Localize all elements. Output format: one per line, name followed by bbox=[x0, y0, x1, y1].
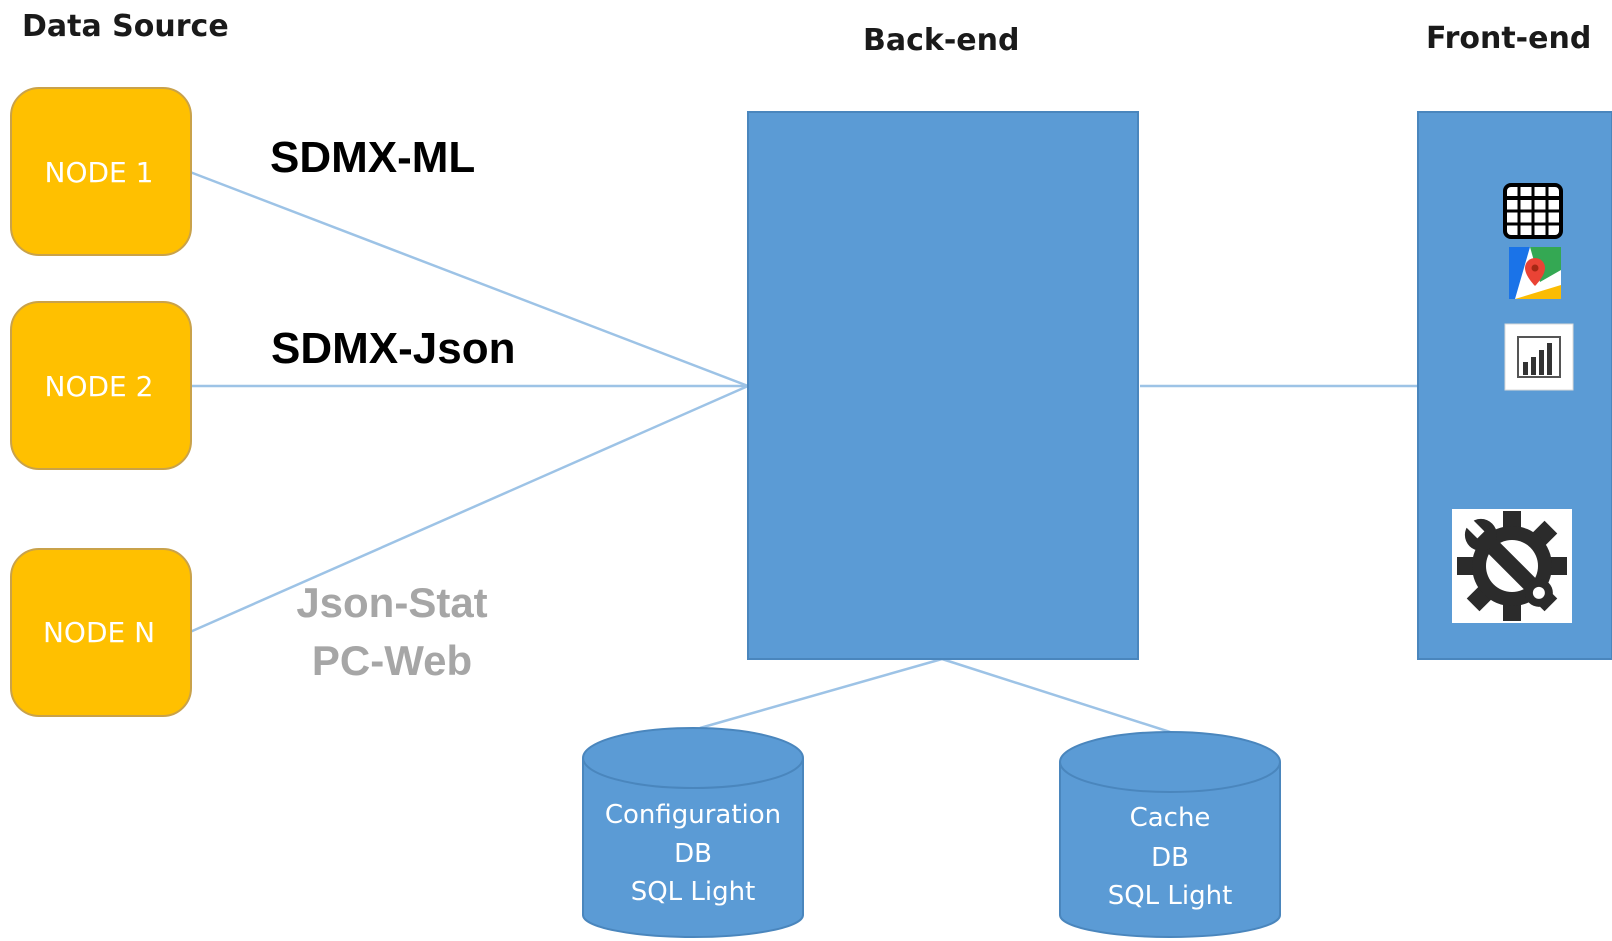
cache-db: Cache DB SQL Light bbox=[1059, 731, 1281, 938]
cache-db-top bbox=[1059, 731, 1281, 793]
node-n: NODE N bbox=[10, 548, 192, 717]
settings-wrench-gear-icon bbox=[1452, 509, 1572, 623]
cache-db-line3: SQL Light bbox=[1108, 881, 1233, 911]
connector-noden-backend bbox=[189, 384, 749, 634]
configuration-db-body bbox=[582, 758, 804, 938]
node-2-label: NODE 2 bbox=[45, 370, 154, 403]
node-1: NODE 1 bbox=[10, 87, 192, 256]
front-end-title: Front-end bbox=[1426, 21, 1591, 56]
configuration-db: Configuration DB SQL Light bbox=[582, 727, 804, 938]
node-2-box bbox=[10, 301, 192, 470]
format-sdmx-ml: SDMX-ML bbox=[270, 133, 475, 182]
connector-backend-cachedb bbox=[941, 657, 1171, 734]
back-end-title: Back-end bbox=[863, 23, 1019, 58]
format-json-stat: Json-Stat bbox=[296, 579, 487, 626]
node-n-box bbox=[10, 548, 192, 717]
cache-db-line1: Cache bbox=[1130, 803, 1211, 833]
table-grid-icon bbox=[1503, 183, 1563, 239]
node-2: NODE 2 bbox=[10, 301, 192, 470]
connector-node1-backend bbox=[189, 170, 749, 388]
back-end-block bbox=[747, 111, 1139, 660]
node-n-label: NODE N bbox=[43, 616, 155, 649]
format-pc-web: PC-Web bbox=[312, 637, 472, 684]
cache-db-line2: DB bbox=[1151, 843, 1189, 873]
bar-chart-icon bbox=[1504, 323, 1574, 391]
data-source-title: Data Source bbox=[22, 9, 229, 44]
format-sdmx-json: SDMX-Json bbox=[271, 324, 515, 373]
node-1-label: NODE 1 bbox=[45, 156, 154, 189]
configuration-db-top bbox=[582, 727, 804, 789]
connectors bbox=[189, 170, 1418, 734]
map-pin-icon bbox=[1509, 247, 1561, 299]
connector-backend-configdb bbox=[699, 657, 943, 730]
cache-db-body bbox=[1059, 762, 1281, 938]
configuration-db-line2: DB bbox=[674, 839, 712, 869]
configuration-db-line1: Configuration bbox=[605, 800, 781, 830]
node-1-box bbox=[10, 87, 192, 256]
configuration-db-line3: SQL Light bbox=[631, 877, 756, 907]
